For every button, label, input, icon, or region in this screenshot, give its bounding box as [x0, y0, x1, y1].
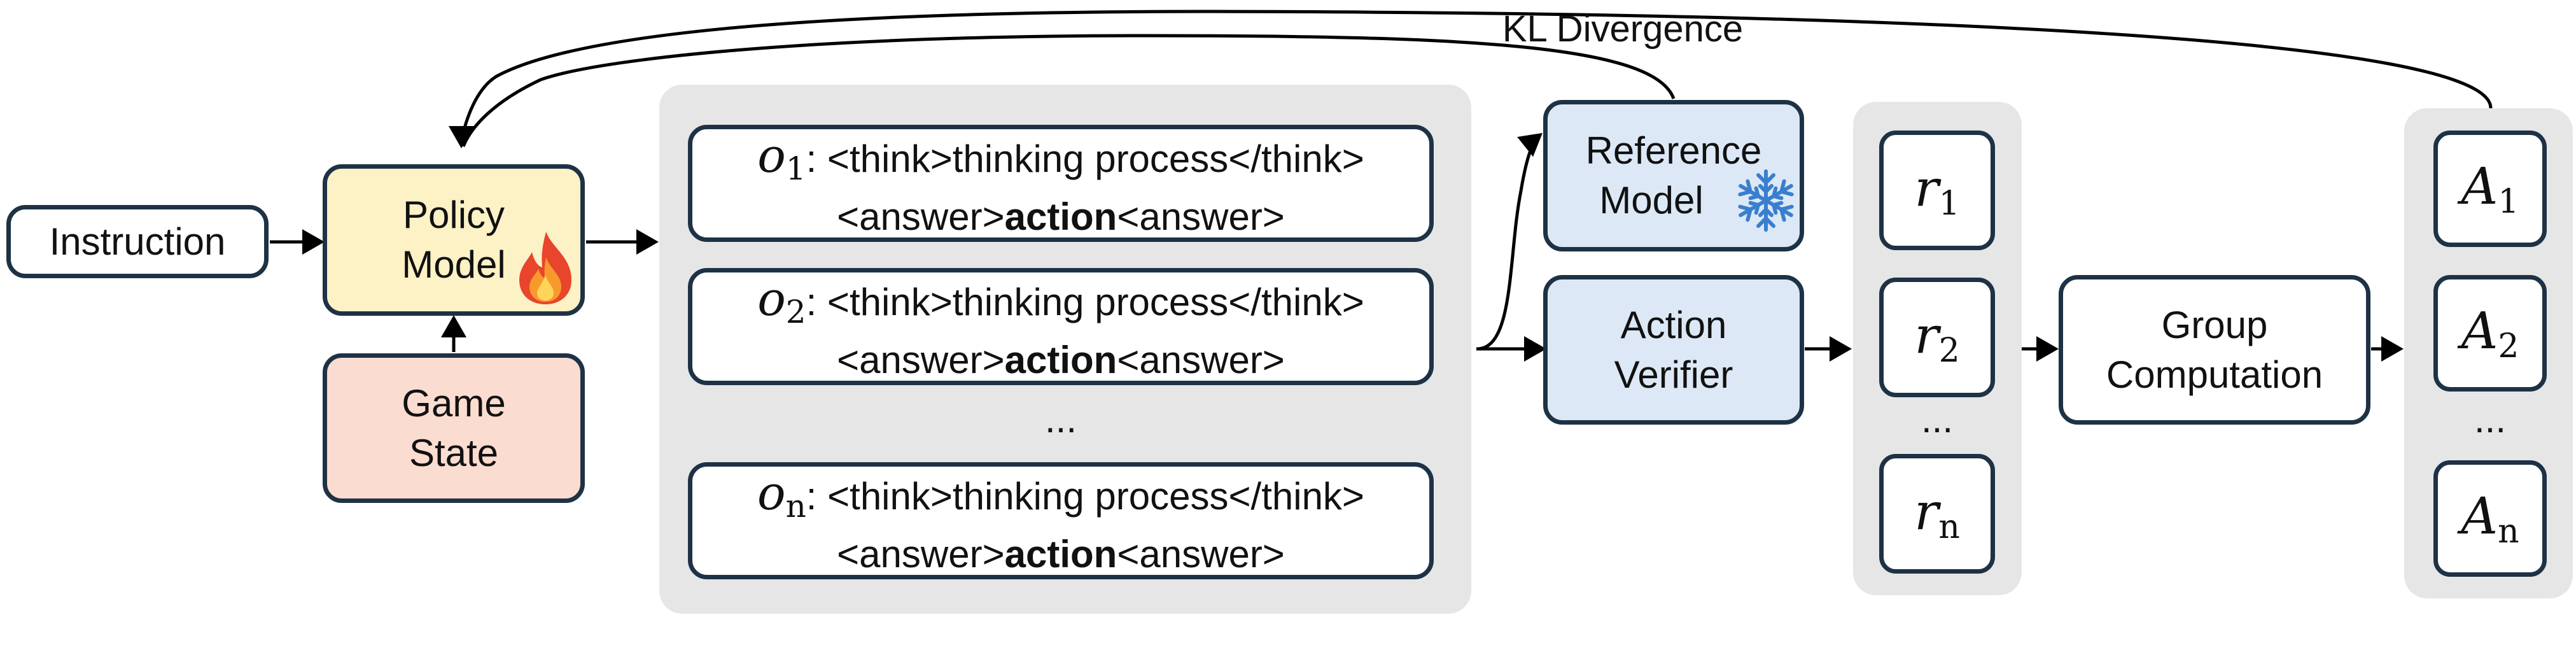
output-1-action: action — [1004, 195, 1117, 238]
advantage-box-1: A1 — [2433, 131, 2547, 247]
reward-box-1: r1 — [1879, 131, 1995, 250]
arrow-outputs-reference — [1476, 132, 1543, 351]
output-2-var: o2 — [757, 271, 806, 330]
output-1-var: o1 — [757, 128, 806, 187]
instruction-box: Instruction — [6, 205, 269, 278]
game-state-line2: State — [409, 431, 499, 474]
snowflake-icon — [1732, 169, 1800, 234]
kl-arc-from-advantages — [449, 10, 2493, 148]
reward-box-2: r2 — [1879, 278, 1995, 397]
game-state-box: Game State — [323, 353, 585, 503]
fire-icon — [519, 232, 571, 304]
verifier-line1: Action — [1620, 303, 1727, 346]
output-1-line2: <answer>action<answer> — [837, 195, 1285, 238]
action-verifier-box: Action Verifier — [1543, 275, 1804, 425]
output-1-line1: o1: <think>thinking process</think> — [757, 128, 1364, 187]
advantage-1-var: A1 — [2461, 157, 2519, 221]
instruction-label: Instruction — [49, 220, 226, 263]
output-2-line1: o2: <think>thinking process</think> — [757, 271, 1364, 330]
verifier-line2: Verifier — [1614, 353, 1733, 396]
advantages-ellipsis: ... — [2474, 398, 2506, 441]
group-line2: Computation — [2106, 353, 2323, 396]
reward-2-var: r2 — [1914, 305, 1960, 370]
reward-n-var: rn — [1914, 481, 1960, 546]
reward-1-var: r1 — [1914, 158, 1960, 223]
policy-label-line1: Policy — [402, 194, 505, 236]
output-n-line2: <answer>action<answer> — [837, 532, 1285, 576]
output-2-action: action — [1004, 338, 1117, 381]
group-line1: Group — [2161, 303, 2268, 346]
advantage-2-var: A2 — [2461, 301, 2519, 365]
advantage-box-n: An — [2433, 460, 2547, 577]
reward-box-n: rn — [1879, 454, 1995, 574]
advantage-box-2: A2 — [2433, 275, 2547, 392]
reference-line1: Reference — [1585, 129, 1762, 172]
kl-arc-from-reference — [461, 34, 1676, 147]
output-box-1: o1: <think>thinking process</think> <ans… — [688, 125, 1434, 242]
output-box-2: o2: <think>thinking process</think> <ans… — [688, 268, 1434, 385]
policy-label-line2: Model — [402, 243, 506, 286]
output-box-n: on: <think>thinking process</think> <ans… — [688, 462, 1434, 579]
kl-divergence-label: KL Divergence — [1502, 8, 1744, 50]
output-2-line2: <answer>action<answer> — [837, 338, 1285, 381]
output-n-action: action — [1004, 532, 1117, 576]
output-n-var: on — [757, 465, 806, 525]
game-state-line1: Game — [402, 381, 506, 425]
reference-line2: Model — [1599, 179, 1704, 222]
output-n-line1: on: <think>thinking process</think> — [757, 465, 1364, 525]
group-computation-box: Group Computation — [2059, 275, 2370, 425]
rewards-ellipsis: ... — [1921, 398, 1953, 441]
advantage-n-var: An — [2461, 486, 2519, 551]
outputs-ellipsis: ... — [1044, 398, 1077, 441]
